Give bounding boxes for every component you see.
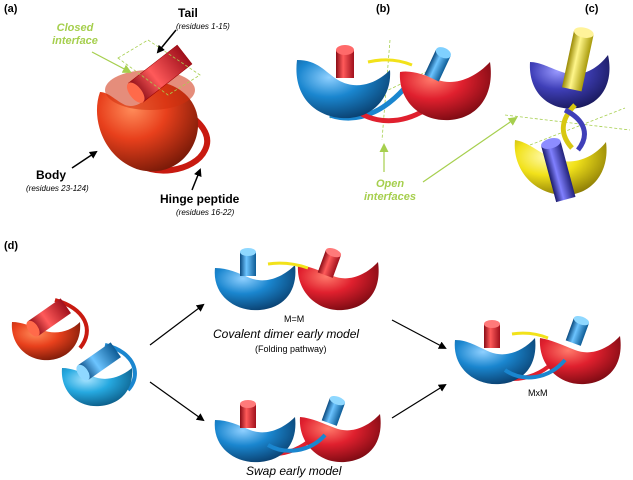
- tail-residues: (residues 1-15): [176, 22, 230, 31]
- panel-a-monomer: [71, 29, 210, 191]
- body-arrow: [71, 150, 98, 169]
- panel-b-swapped-dimer: [296, 39, 491, 141]
- open-interface-arrow-c: [422, 116, 518, 183]
- hinge-peptide-residues: (residues 16-22): [176, 208, 235, 217]
- tail-label: Tail: [178, 6, 198, 20]
- panel-label-d: (d): [4, 240, 19, 252]
- panel-c-swapped-dimer: [504, 27, 631, 203]
- swap-early-model-label: Swap early model: [246, 464, 342, 478]
- open-interfaces-label: Open interfaces: [364, 178, 416, 203]
- arrow-monomers-to-swap: [149, 381, 205, 422]
- body-label: Body: [36, 168, 66, 182]
- closed-interface-label: Closed interface: [52, 22, 98, 47]
- panel-d-monomers: [11, 298, 137, 407]
- hinge-arrow: [191, 168, 202, 191]
- panel-label-a: (a): [4, 3, 18, 15]
- covalent-dimer-model-label: Covalent dimer early model: [213, 327, 360, 341]
- panel-label-c: (c): [585, 3, 599, 15]
- arrow-covalent-to-final: [391, 319, 447, 349]
- covalent-dimer-top: [214, 247, 379, 311]
- panel-label-b: (b): [376, 3, 391, 15]
- tail-cylinder-shape: [126, 44, 193, 103]
- closed-interface-plane: [117, 39, 201, 96]
- swapped-dimer-tag: MxM: [528, 388, 548, 398]
- swap-dimer-bottom: [214, 395, 381, 463]
- body-residues: (residues 23-124): [26, 184, 89, 193]
- arrow-swap-to-final: [391, 383, 447, 419]
- hinge-peptide-label: Hinge peptide: [160, 192, 240, 206]
- folding-pathway-label: (Folding pathway): [255, 344, 327, 354]
- arrow-monomers-to-covalent: [149, 303, 205, 346]
- swapped-dimer-final: [454, 315, 621, 385]
- closed-interface-arrow: [91, 51, 132, 73]
- covalent-dimer-tag: M=M: [284, 314, 305, 324]
- tail-arrow: [156, 29, 177, 54]
